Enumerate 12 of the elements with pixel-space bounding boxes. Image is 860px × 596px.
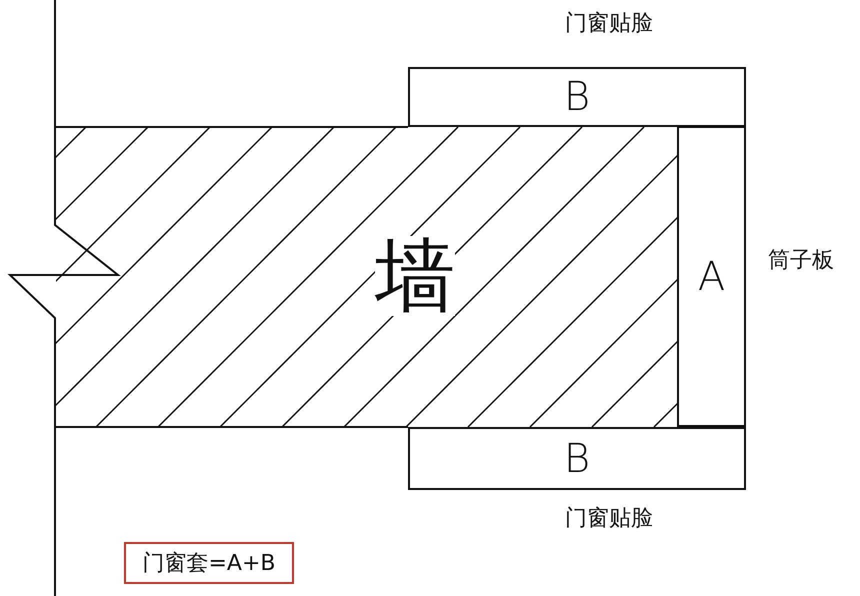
- part-name-label: 筒子板: [768, 247, 834, 275]
- part-letter: A: [698, 254, 726, 300]
- part-letter: B: [564, 436, 590, 482]
- formula-box: [124, 542, 294, 584]
- panel-box: [677, 126, 746, 427]
- part-name-label: 门窗贴脸: [565, 505, 653, 533]
- panel-box: [408, 67, 746, 127]
- formula-text: 门窗套=A+B: [142, 550, 276, 578]
- panel-box: [408, 427, 746, 490]
- wall-label: 墙: [375, 236, 455, 316]
- part-letter: B: [564, 74, 590, 120]
- part-name-label: 门窗贴脸: [565, 10, 653, 38]
